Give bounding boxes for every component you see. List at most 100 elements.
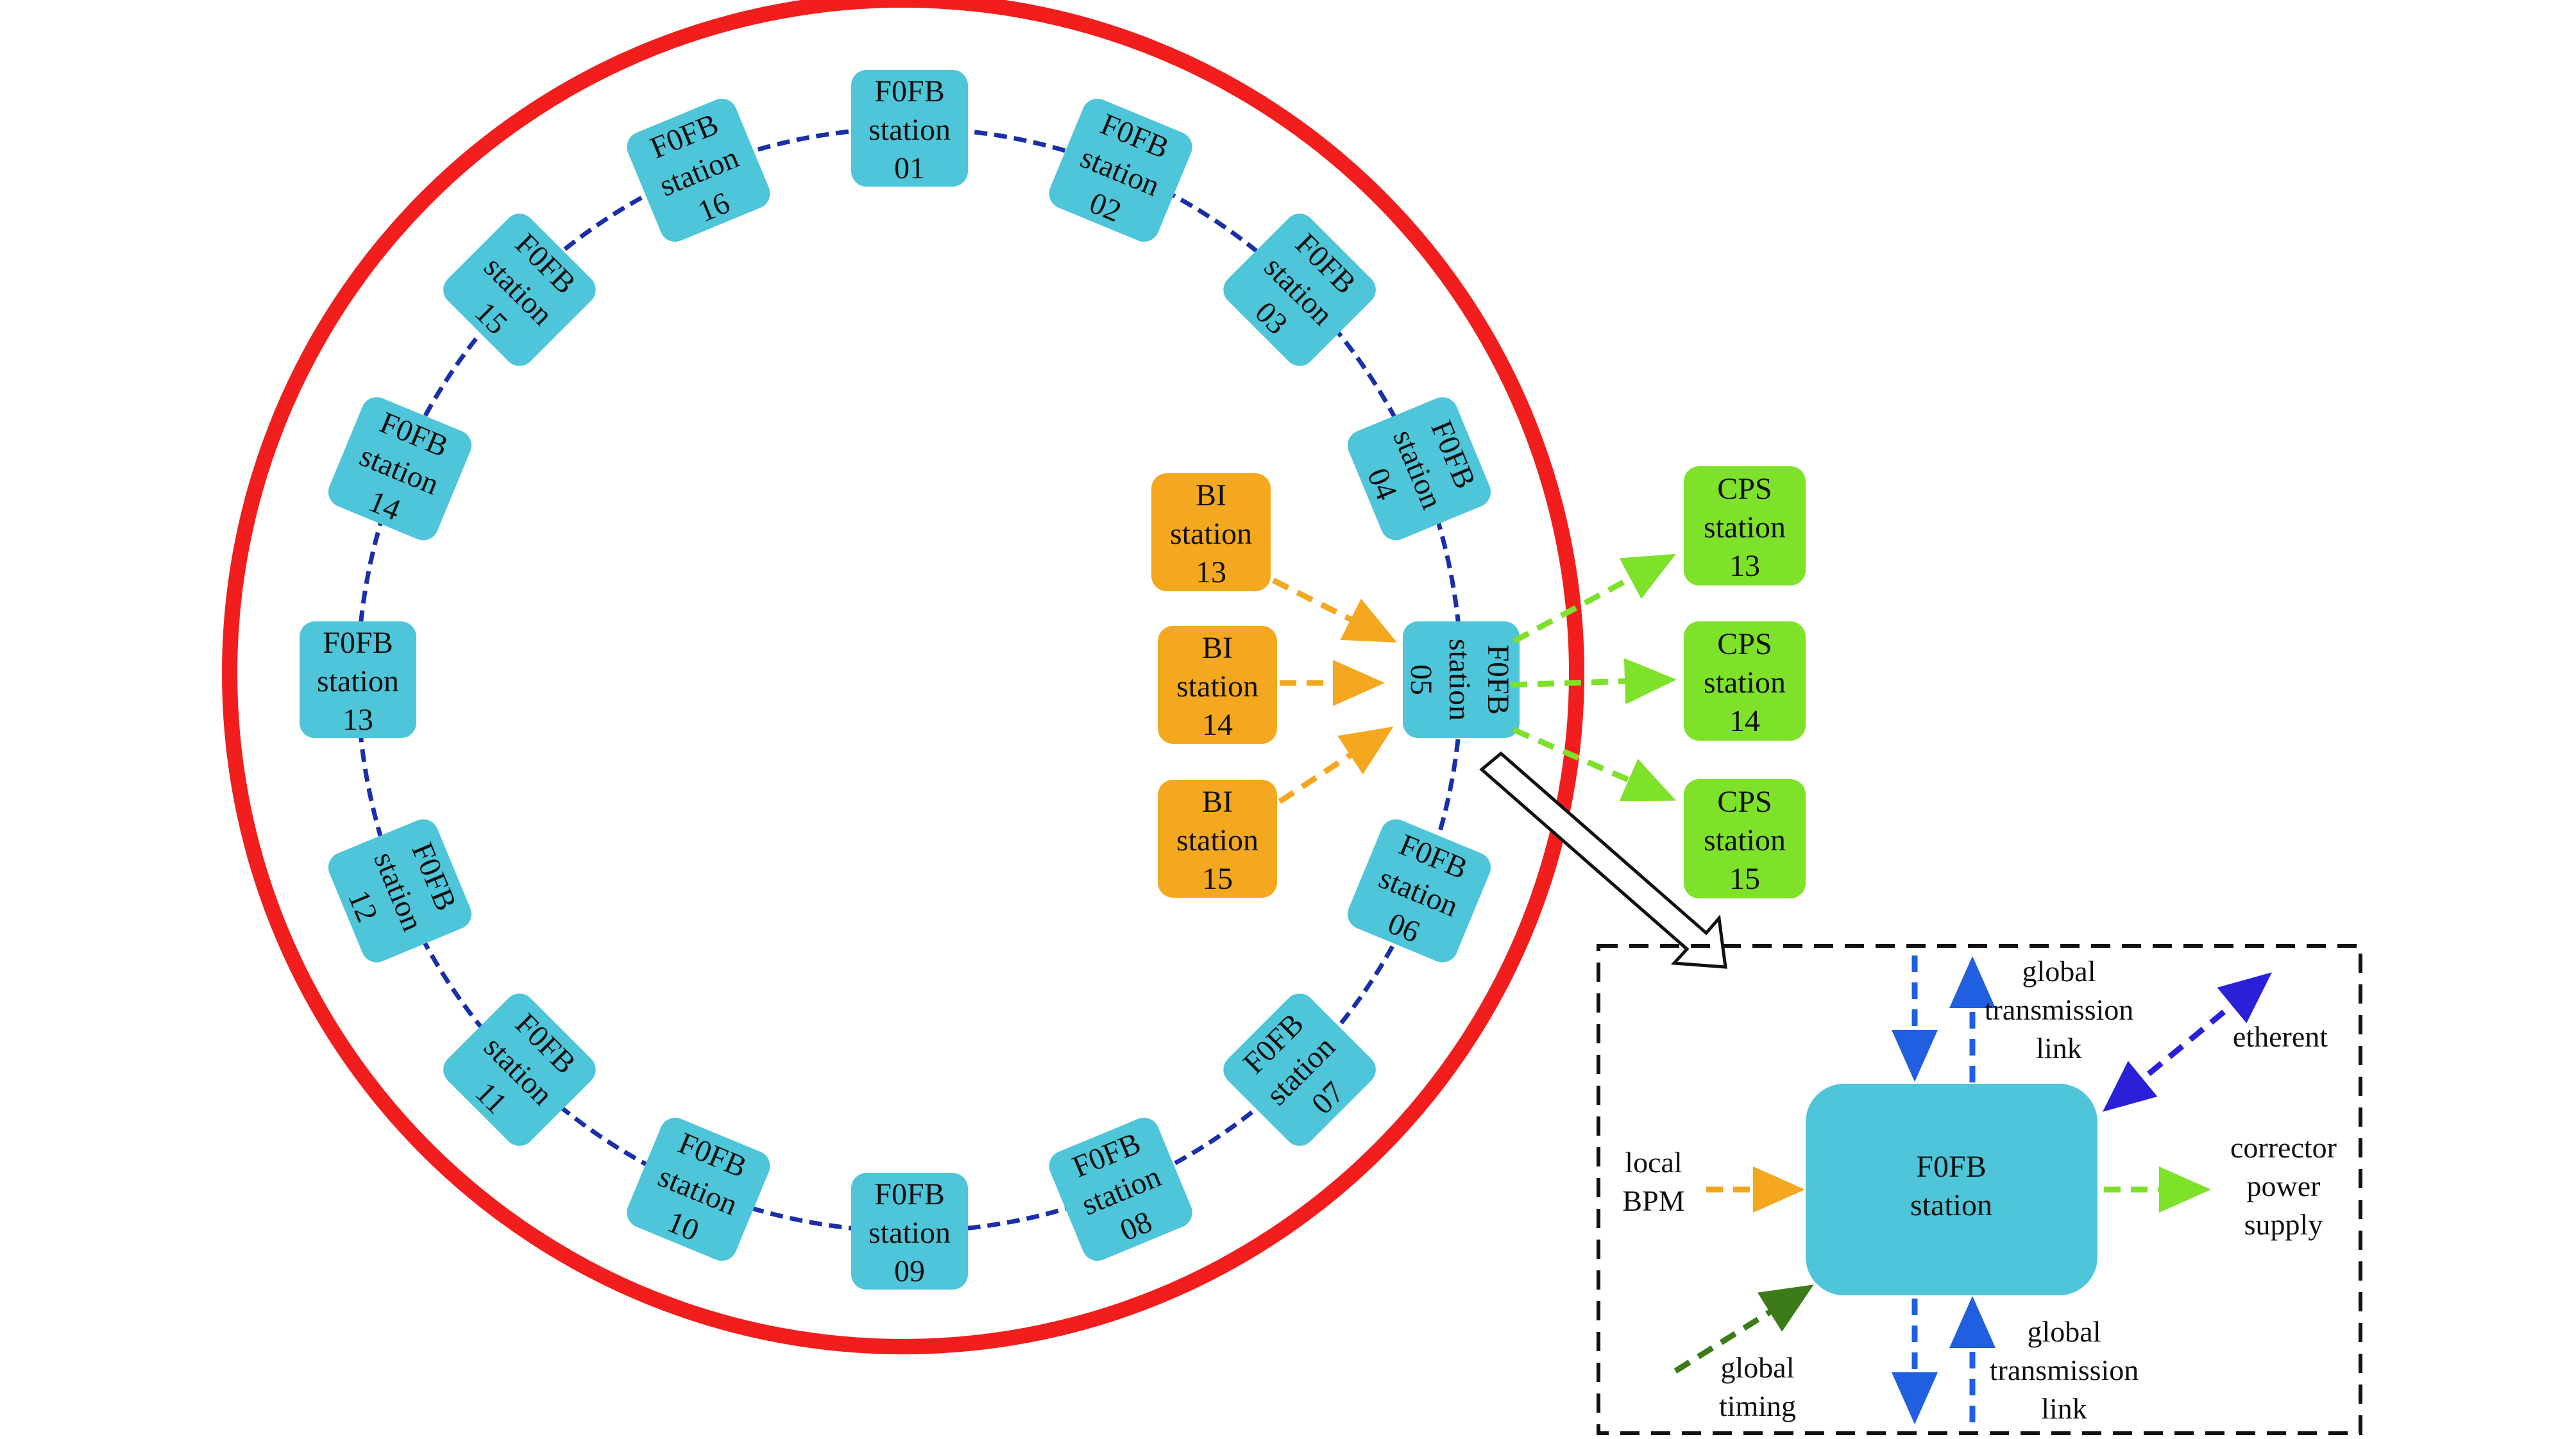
detail-station-line1: F0FB xyxy=(1916,1150,1986,1184)
f0fb-station-02-box xyxy=(1049,98,1192,242)
f0fb-station-01-label-2: station xyxy=(869,113,951,147)
arrow-bi15-to-f0fb05 xyxy=(1278,727,1394,804)
bi-station-14-box xyxy=(1158,626,1277,744)
global-top-line2: transmission xyxy=(1985,993,2134,1026)
f0fb-station-10-box xyxy=(627,1117,770,1261)
global-bottom-line1: global xyxy=(2028,1315,2101,1348)
local-bpm-line2: BPM xyxy=(1622,1184,1684,1217)
cps-station-15-label-3: 15 xyxy=(1729,862,1760,896)
cps-station-14-label-3: 14 xyxy=(1729,704,1760,738)
f0fb-station-01-box xyxy=(851,70,968,187)
f0fb-station-05-label-3: 05 xyxy=(1404,664,1438,695)
detail-station-line2: station xyxy=(1910,1188,1992,1222)
f0fb-station-13-label-3: 13 xyxy=(343,703,373,737)
global-bottom-line3: link xyxy=(2041,1392,2087,1425)
corrector-line3: supply xyxy=(2244,1208,2323,1241)
detail-panel xyxy=(1597,944,2362,1435)
f0fb-station-09-box xyxy=(851,1173,968,1290)
f0fb-to-cps-arrows xyxy=(1510,553,1677,802)
bi-station-15: BI station 15 xyxy=(1158,780,1277,898)
global-bottom-line2: transmission xyxy=(1990,1354,2139,1386)
bi-station-13-label-2: station xyxy=(1170,517,1252,551)
cps-station-15-label-1: CPS xyxy=(1717,785,1772,819)
f0fb-station-06-box xyxy=(1347,819,1491,963)
arrow-bi13-to-f0fb05 xyxy=(1271,577,1398,643)
f0fb-station-09-label-3: 09 xyxy=(894,1254,925,1288)
f0fb-station-09-label-1: F0FB xyxy=(874,1177,944,1211)
bi-station-14-label-2: station xyxy=(1176,669,1258,703)
f0fb-station-01: F0FB station 01 xyxy=(851,70,968,187)
bi-station-13: BI station 13 xyxy=(1151,473,1271,591)
cps-station-14-box xyxy=(1684,621,1806,741)
ring-stations: F0FBstation01F0FBstation02F0FBstation03F… xyxy=(300,70,1520,1290)
f0fb-station-07-box xyxy=(1223,993,1376,1146)
cps-station-13-label-3: 13 xyxy=(1729,549,1760,583)
arrow-f0fb05-to-cps14 xyxy=(1510,658,1677,705)
f0fb-station-16-box xyxy=(627,98,770,242)
storage-ring-outline xyxy=(222,0,1584,1354)
f0fb-station-05-label-1: F0FB xyxy=(1481,644,1515,714)
f0fb-station-13-label-2: station xyxy=(317,664,399,698)
cps-station-14-label-2: station xyxy=(1704,666,1786,700)
f0fb-station-04-box xyxy=(1347,397,1491,541)
f0fb-station-13-box xyxy=(300,621,416,738)
bi-station-14-label-1: BI xyxy=(1202,631,1233,665)
cps-station-13-label-1: CPS xyxy=(1717,472,1772,506)
bi-station-13-box xyxy=(1151,473,1271,591)
bi-station-13-label-3: 13 xyxy=(1196,555,1226,589)
f0fb-station-01-label-3: 01 xyxy=(894,151,925,185)
cps-station-14-label-1: CPS xyxy=(1717,627,1772,661)
bi-station-15-label-2: station xyxy=(1176,823,1258,857)
arrow-f0fb05-to-cps15 xyxy=(1513,727,1677,802)
f0fb-station-15-box xyxy=(443,214,596,366)
f0fb-station-01-label-1: F0FB xyxy=(874,74,944,108)
f0fb-station-09: F0FB station 09 xyxy=(851,1173,968,1290)
bi-to-f0fb-arrows xyxy=(1271,577,1398,804)
f0fb-station-12-box xyxy=(328,819,472,963)
f0fb-station-05-label-2: station xyxy=(1443,639,1477,721)
cps-station-14: CPS station 14 xyxy=(1684,621,1806,741)
bi-station-15-label-1: BI xyxy=(1202,785,1233,819)
zoom-arrow xyxy=(1479,751,1727,969)
f0fb-station-03-box xyxy=(1223,214,1376,366)
local-bpm-line1: local xyxy=(1625,1146,1682,1179)
cps-station-13-label-2: station xyxy=(1704,510,1786,544)
f0fb-station-14-box xyxy=(328,397,472,541)
bi-station-13-label-1: BI xyxy=(1196,478,1226,512)
global-top-line3: link xyxy=(2036,1032,2082,1065)
cps-station-13: CPS station 13 xyxy=(1684,466,1806,585)
arrow-ethernet xyxy=(2103,972,2272,1112)
f0fb-station-05-box xyxy=(1403,621,1520,738)
global-timing-line2: timing xyxy=(1719,1390,1796,1422)
corrector-line1: corrector xyxy=(2230,1131,2337,1164)
bi-station-15-box xyxy=(1158,780,1277,898)
cps-station-13-box xyxy=(1684,466,1806,585)
arrow-f0fb05-to-cps13 xyxy=(1512,553,1676,644)
cps-station-15-label-2: station xyxy=(1704,823,1786,857)
corrector-line2: power xyxy=(2247,1170,2321,1202)
bi-station-15-label-3: 15 xyxy=(1202,862,1233,896)
detail-f0fb-station xyxy=(1806,1084,2097,1295)
ethernet-label: etherent xyxy=(2233,1020,2328,1053)
f0fb-station-09-label-2: station xyxy=(869,1216,951,1250)
global-top-line1: global xyxy=(2022,955,2096,988)
cps-station-15: CPS station 15 xyxy=(1684,779,1806,898)
f0fb-station-08-box xyxy=(1049,1117,1192,1261)
global-timing-line1: global xyxy=(1721,1351,1795,1384)
